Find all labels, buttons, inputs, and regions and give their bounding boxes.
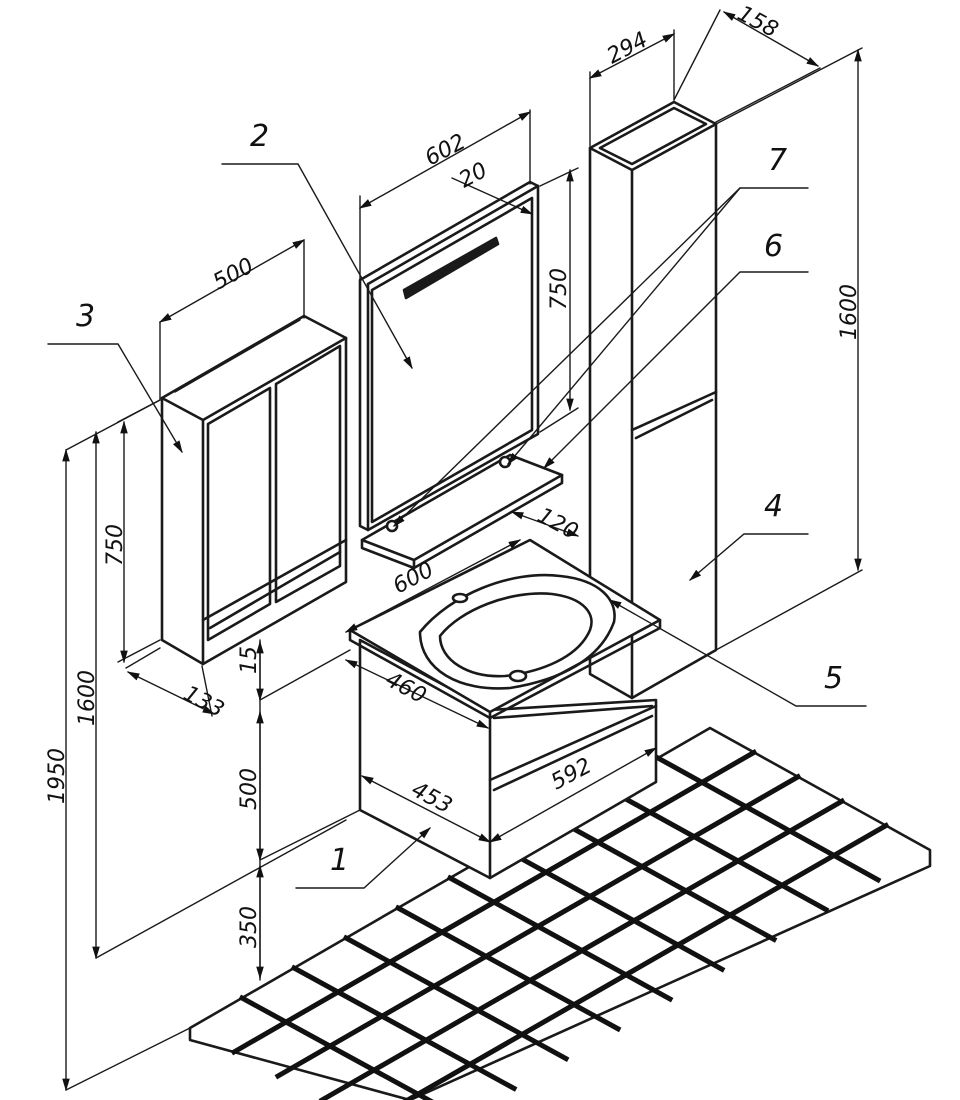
- callout-numbers: 1 2 3 4 5 6 7: [76, 119, 843, 878]
- dim-floor-gap: 350: [237, 906, 262, 948]
- floor-tiles: [188, 726, 932, 1100]
- dim-height-1600: 1600: [75, 670, 100, 726]
- tile-joint: [498, 844, 726, 973]
- callout-mirror-mounts: 7: [768, 143, 787, 178]
- dim-sink-thickness: 15: [237, 646, 262, 674]
- callout-mirror: 2: [250, 119, 269, 154]
- callout-sink: 5: [824, 661, 843, 696]
- tile-joint: [290, 964, 518, 1092]
- wall-cabinet: [160, 314, 348, 666]
- tile-joint: [318, 797, 846, 1100]
- tile-joint: [342, 934, 570, 1062]
- dim-vanity-height: 500: [237, 768, 262, 810]
- dim-mirror-width: 602: [421, 130, 470, 172]
- callout-glass-shelf: 6: [764, 229, 783, 264]
- callout-column: 4: [764, 489, 783, 524]
- tile-joint: [446, 874, 674, 1003]
- dim-cabinet-width: 500: [209, 254, 258, 296]
- tile-joint: [394, 904, 622, 1033]
- dim-column-depth: 158: [733, 1, 782, 43]
- tile-joint: [274, 773, 802, 1080]
- dim-cabinet-height: 750: [103, 524, 128, 566]
- dim-mirror-height: 750: [547, 268, 572, 310]
- tile-joint: [238, 994, 434, 1100]
- callout-vanity: 1: [330, 843, 349, 878]
- mirror: [358, 180, 540, 532]
- tile-joint: [654, 754, 882, 884]
- dim-column-height: 1600: [837, 284, 862, 340]
- dim-height-1950: 1950: [45, 748, 70, 804]
- dim-shelf-depth: 120: [533, 503, 582, 545]
- tile-joint: [230, 748, 758, 1056]
- dim-column-width: 294: [603, 28, 652, 70]
- tile-joint: [402, 822, 890, 1100]
- dimension-lines: [62, 9, 863, 1092]
- callout-wall-cabinet: 3: [76, 299, 95, 334]
- callout-leaders: [47, 163, 867, 889]
- dim-mirror-depth: 20: [455, 158, 491, 193]
- dim-cabinet-depth: 133: [179, 681, 228, 723]
